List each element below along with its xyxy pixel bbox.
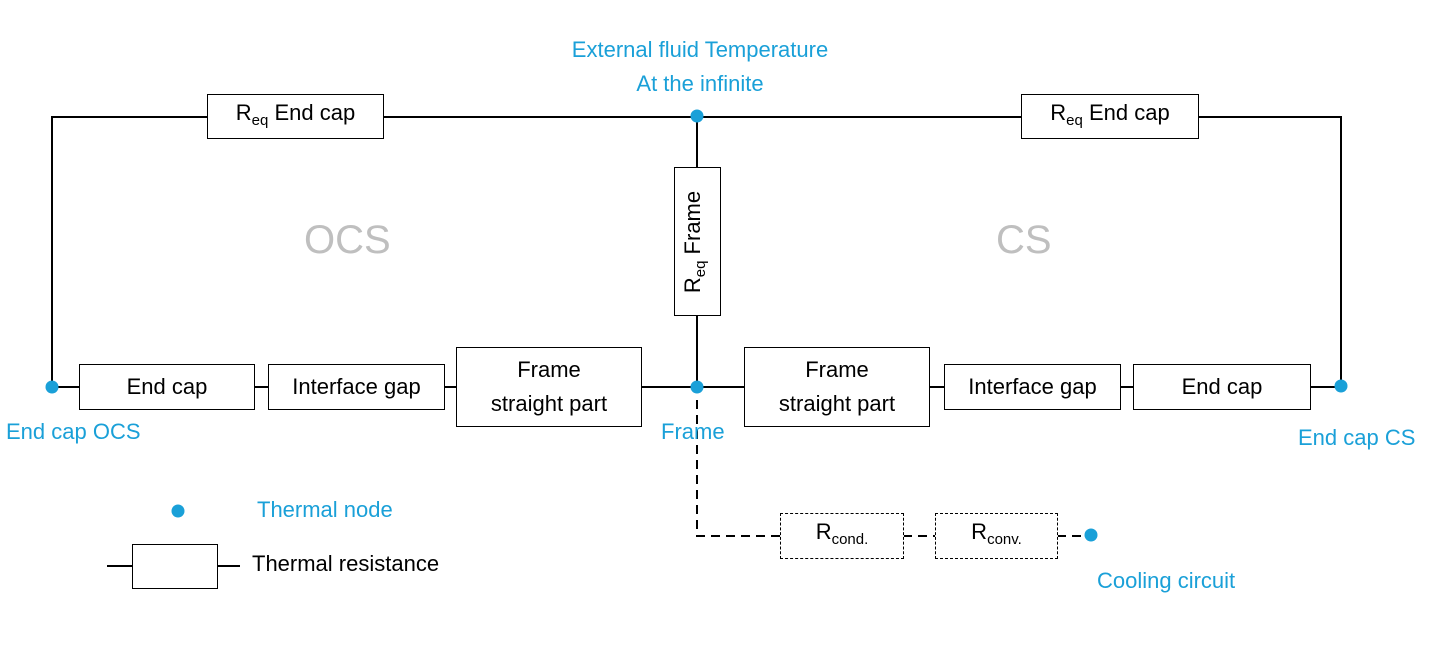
resistor-interface-gap-cs: Interface gap [944,364,1121,410]
subscript: eq [251,111,269,129]
external-fluid-line1: External fluid Temperature [571,37,829,62]
symbol-r: R [815,519,832,544]
external-fluid-label: External fluid Temperature At the infini… [540,33,860,101]
label-line1: Frame [517,357,581,382]
legend-resistance-label: Thermal resistance [252,551,440,576]
resistor-label: Req End cap [1050,96,1169,138]
label-line2: straight part [778,391,896,416]
resistor-r-cond: Rcond. [780,513,904,559]
end-cap-cs-label: End cap CS [1298,425,1416,450]
node-end-cap-ocs [45,380,59,394]
label-rest: End cap [268,99,356,125]
label-rest: End cap [1082,99,1170,125]
label-line1: Frame [805,357,869,382]
subscript: conv. [987,531,1022,548]
resistor-frame-straight-part-ocs: Frame straight part [456,347,642,427]
end-cap-ocs-label: End cap OCS [6,419,141,444]
label-line2: straight part [490,391,608,416]
node-frame [690,380,704,394]
region-cs-label: CS [996,218,1052,262]
resistor-label: Rconv. [971,515,1022,557]
subscript: eq [1066,111,1083,129]
wire-top-left [51,116,207,387]
resistor-label: Req Frame [677,190,719,292]
wire-top-right [1198,116,1342,387]
symbol-r: R [1050,99,1067,125]
legend-resistance-icon [132,544,218,589]
resistor-end-cap-ocs: End cap [79,364,255,410]
node-end-cap-cs [1334,379,1348,393]
resistor-req-end-cap-cs: Req End cap [1021,94,1199,139]
resistor-label: Req End cap [236,96,355,138]
resistor-frame-straight-part-cs: Frame straight part [744,347,930,427]
legend-node-icon [171,504,185,518]
subscript: eq [692,260,710,277]
frame-node-label: Frame [661,419,725,444]
subscript: cond. [831,531,869,548]
resistor-interface-gap-ocs: Interface gap [268,364,445,410]
label-rest: Frame [680,190,706,261]
region-ocs-label: OCS [304,218,391,262]
resistor-end-cap-cs: End cap [1133,364,1311,410]
external-fluid-line2: At the infinite [636,71,764,96]
symbol-r: R [235,99,252,125]
node-external-fluid [690,109,704,123]
resistor-label: Rcond. [816,515,869,557]
symbol-r: R [971,519,988,544]
resistor-req-frame: Req Frame [674,167,721,316]
resistor-r-conv: Rconv. [935,513,1058,559]
legend-node-label: Thermal node [257,497,393,522]
node-cooling-circuit [1084,528,1098,542]
cooling-circuit-label: Cooling circuit [1097,568,1236,593]
wire-cooling-down [696,400,781,537]
resistor-req-end-cap-ocs: Req End cap [207,94,384,139]
symbol-r: R [680,276,706,293]
